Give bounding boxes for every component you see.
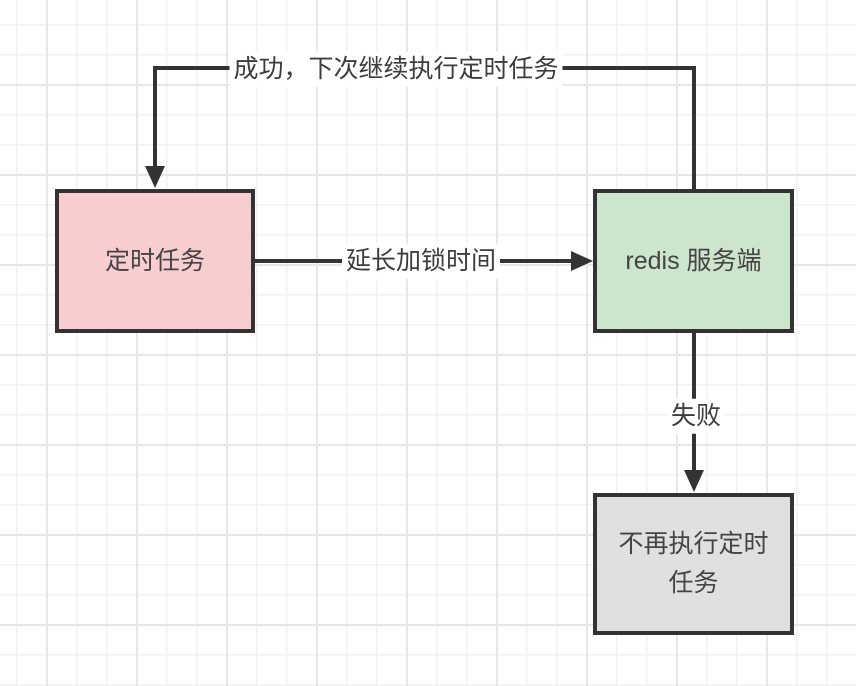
node-stop-task-label: 不再执行定时任务 bbox=[618, 530, 769, 597]
edge-label-fail: 失败 bbox=[666, 398, 726, 434]
arrowhead-down-icon bbox=[145, 166, 165, 188]
node-scheduled-task: 定时任务 bbox=[55, 189, 255, 333]
node-redis-server-label: redis 服务端 bbox=[625, 246, 762, 275]
node-redis-server: redis 服务端 bbox=[593, 189, 794, 333]
edge-label-extend-lock: 延长加锁时间 bbox=[341, 243, 501, 279]
node-scheduled-task-label: 定时任务 bbox=[104, 246, 205, 275]
arrowhead-right-icon bbox=[571, 251, 593, 271]
edge-label-success: 成功，下次继续执行定时任务 bbox=[229, 51, 563, 87]
node-stop-task: 不再执行定时任务 bbox=[593, 493, 794, 635]
arrowhead-down-icon bbox=[684, 470, 704, 492]
